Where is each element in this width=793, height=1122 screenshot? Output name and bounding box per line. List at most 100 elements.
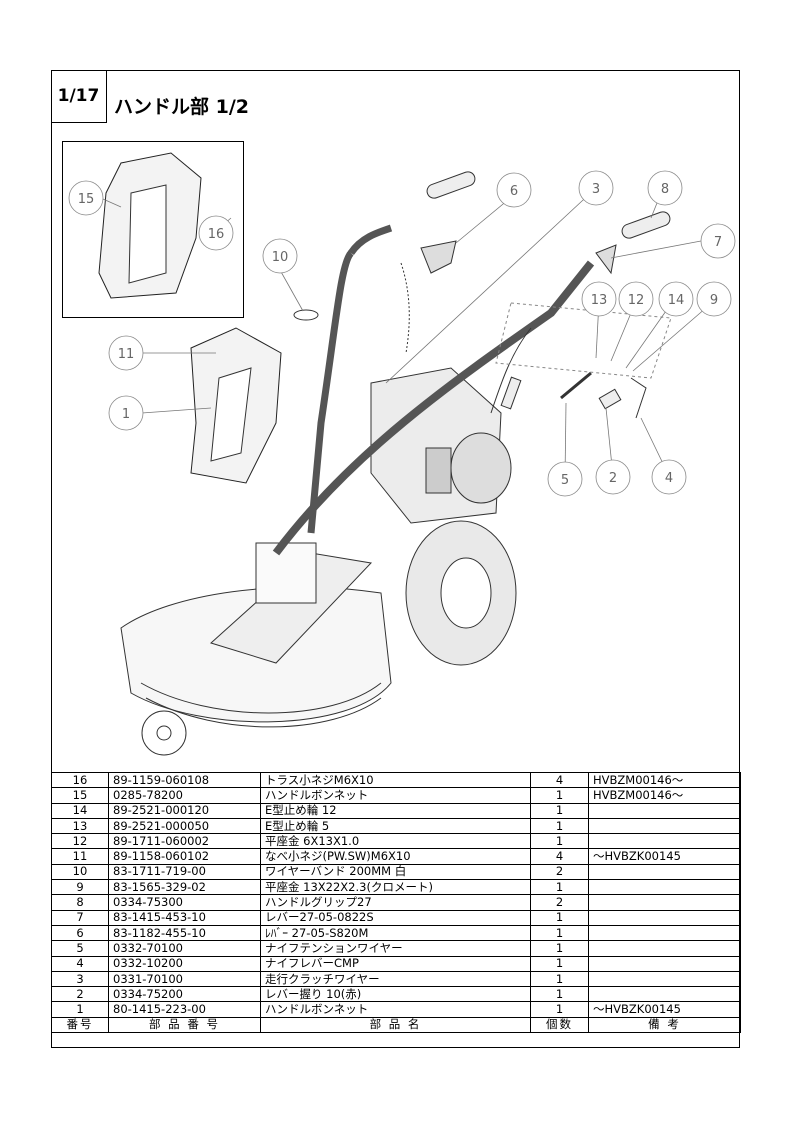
row-number: 12 [51,833,109,850]
row-remarks: ～HVBZK00145 [588,848,741,865]
row-number: 9 [51,879,109,896]
row-part-number: 89-1711-060002 [108,833,261,850]
row-quantity: 1 [530,924,589,942]
row-quantity: 1 [530,787,589,804]
inset-diagram-frame [62,141,244,318]
row-part-number: 83-1711-719-00 [108,863,261,881]
row-quantity: 1 [530,1001,589,1018]
row-remarks [588,955,741,972]
col-header-remarks: 備 考 [588,1016,741,1034]
col-header-part-name: 部 品 名 [260,1016,531,1034]
row-quantity: 1 [530,909,589,926]
callout-circles [68,170,736,497]
row-quantity: 1 [530,817,589,835]
row-part-number: 80-1415-223-00 [108,1001,261,1018]
row-remarks [588,833,741,850]
row-number: 8 [51,894,109,911]
callout-6: 6 [510,184,518,199]
callout-12: 12 [628,293,645,308]
row-part-name: E型止め輪 5 [260,817,531,835]
row-number: 6 [51,924,109,942]
exploded-parts-diagram: 15 16 10 11 1 6 3 8 7 13 12 14 9 5 2 4 [68,152,736,756]
row-part-name: トラス小ネジM6X10 [260,771,531,789]
leader-lines [102,187,715,480]
row-part-number: 0334-75200 [108,986,261,1003]
row-remarks [588,924,741,942]
mower-illustration [98,152,672,756]
row-remarks [588,909,741,926]
row-number: 2 [51,986,109,1003]
row-part-number: 83-1565-329-02 [108,879,261,896]
row-part-name: ハンドルボンネット [260,787,531,804]
callout-4: 4 [665,471,673,486]
row-part-number: 89-1159-060108 [108,771,261,789]
row-part-number: 89-2521-000120 [108,802,261,819]
row-part-name: ナイフレバーCMP [260,955,531,972]
row-part-name: ワイヤーバンド 200MM 白 [260,863,531,881]
row-part-number: 0285-78200 [108,787,261,804]
callout-15: 15 [78,192,95,207]
row-number: 3 [51,970,109,988]
col-header-quantity: 個数 [530,1016,589,1034]
row-number: 1 [51,1001,109,1018]
row-part-name: レバー27-05-0822S [260,909,531,926]
row-part-name: レバー握り 10(赤) [260,986,531,1003]
row-quantity: 1 [530,970,589,988]
row-part-name: ナイフテンションワイヤー [260,940,531,957]
row-number: 15 [51,787,109,804]
row-part-number: 0331-70100 [108,970,261,988]
row-part-name: ハンドルグリップ27 [260,894,531,911]
callout-5: 5 [561,473,569,488]
row-remarks [588,802,741,819]
callout-8: 8 [661,182,669,197]
row-quantity: 1 [530,940,589,957]
row-part-number: 0334-75300 [108,894,261,911]
row-part-number: 89-2521-000050 [108,817,261,835]
row-remarks [588,940,741,957]
callout-2: 2 [609,471,617,486]
row-number: 16 [51,771,109,789]
row-part-name: 走行クラッチワイヤー [260,970,531,988]
row-remarks [588,970,741,988]
row-quantity: 1 [530,879,589,896]
row-quantity: 4 [530,848,589,865]
callout-labels: 15 16 10 11 1 6 3 8 7 13 12 14 9 5 2 4 [78,182,722,488]
row-quantity: 1 [530,802,589,819]
callout-11: 11 [118,347,135,362]
row-part-name: ハンドルボンネット [260,1001,531,1018]
row-part-name: 平座金 13X22X2.3(クロメート) [260,879,531,896]
row-part-number: 89-1158-060102 [108,848,261,865]
row-quantity: 2 [530,894,589,911]
row-remarks: HVBZM00146～ [588,771,741,789]
callout-1: 1 [122,407,130,422]
row-remarks [588,817,741,835]
row-quantity: 4 [530,771,589,789]
col-header-number: 番号 [51,1016,109,1034]
row-remarks: HVBZM00146～ [588,787,741,804]
row-remarks [588,863,741,881]
row-number: 11 [51,848,109,865]
callout-16: 16 [208,227,225,242]
row-number: 14 [51,802,109,819]
row-quantity: 1 [530,986,589,1003]
row-part-number: 0332-70100 [108,940,261,957]
table-header-row: 番号 部 品 番 号 部 品 名 個数 備 考 [51,1016,741,1034]
row-part-number: 83-1415-453-10 [108,909,261,926]
row-part-name: なべ小ネジ(PW.SW)M6X10 [260,848,531,865]
row-quantity: 1 [530,833,589,850]
